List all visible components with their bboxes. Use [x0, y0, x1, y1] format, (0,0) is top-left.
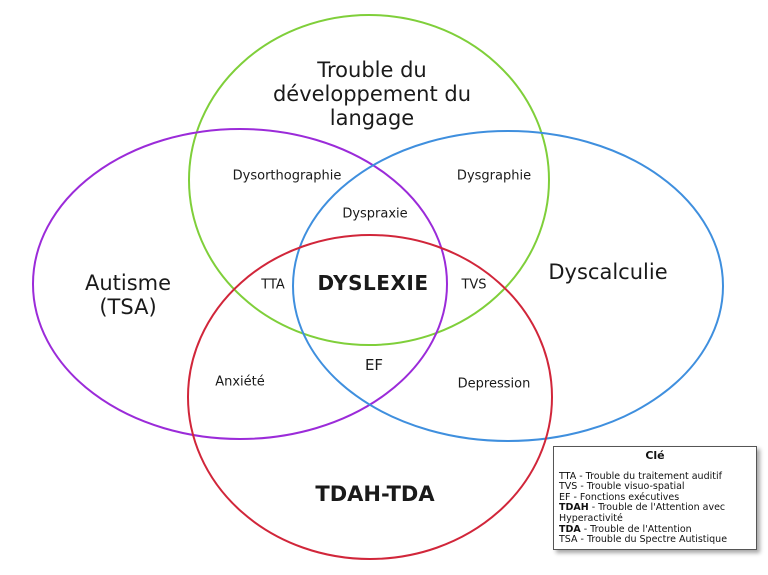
- dysorthographie-label: Dysorthographie: [232, 168, 342, 184]
- tta-label: TTA: [261, 277, 285, 293]
- legend-abbr: TTA: [559, 470, 577, 482]
- depression-label: Depression: [457, 376, 531, 392]
- legend-abbr: TDA: [559, 523, 581, 535]
- dyscalculia-label: Dyscalculie: [548, 260, 668, 284]
- dyslexie-label: DYSLEXIE: [317, 271, 429, 295]
- adhd-circle: [187, 234, 553, 560]
- anxiete-label: Anxiété: [215, 374, 265, 390]
- legend-entry: TVS - Trouble visuo-spatial: [559, 481, 751, 493]
- legend-abbr: TVS: [559, 481, 578, 493]
- legend-abbr: TSA: [559, 534, 578, 546]
- dyspraxie-label: Dyspraxie: [342, 206, 408, 222]
- legend-description: - Trouble visuo-spatial: [577, 481, 685, 493]
- autism-circle: [32, 128, 448, 440]
- language-circle: [188, 14, 550, 346]
- legend-abbr: TDAH: [559, 502, 589, 514]
- dysgraphie-label: Dysgraphie: [456, 168, 532, 184]
- legend-description: - Trouble du traitement auditif: [576, 470, 722, 482]
- legend-entry: TDAH - Trouble de l'Attention avec Hyper…: [559, 503, 751, 524]
- language-label: Trouble du développement du langage: [272, 58, 472, 130]
- legend-description: - Trouble de l'Attention: [580, 523, 692, 535]
- legend-title: Clé: [645, 449, 665, 462]
- autism-label: Autisme (TSA): [84, 271, 172, 319]
- dyscalculia-circle: [292, 130, 724, 442]
- ef-label: EF: [364, 356, 384, 374]
- legend-abbr: EF: [559, 491, 571, 503]
- adhd-label: TDAH-TDA: [315, 482, 435, 506]
- legend-entry: TSA - Trouble du Spectre Autistique: [559, 534, 751, 546]
- legend-entry: TTA - Trouble du traitement auditif: [559, 470, 751, 483]
- tvs-label: TVS: [461, 277, 487, 293]
- legend-description: - Trouble de l'Attention avec Hyperactiv…: [559, 502, 726, 524]
- legend-entry: TDA - Trouble de l'Attention: [559, 523, 751, 536]
- legend-description: - Trouble du Spectre Autistique: [577, 534, 728, 546]
- legend-description: - Fonctions exécutives: [570, 491, 680, 503]
- legend-entry: EF - Fonctions exécutives: [559, 491, 751, 504]
